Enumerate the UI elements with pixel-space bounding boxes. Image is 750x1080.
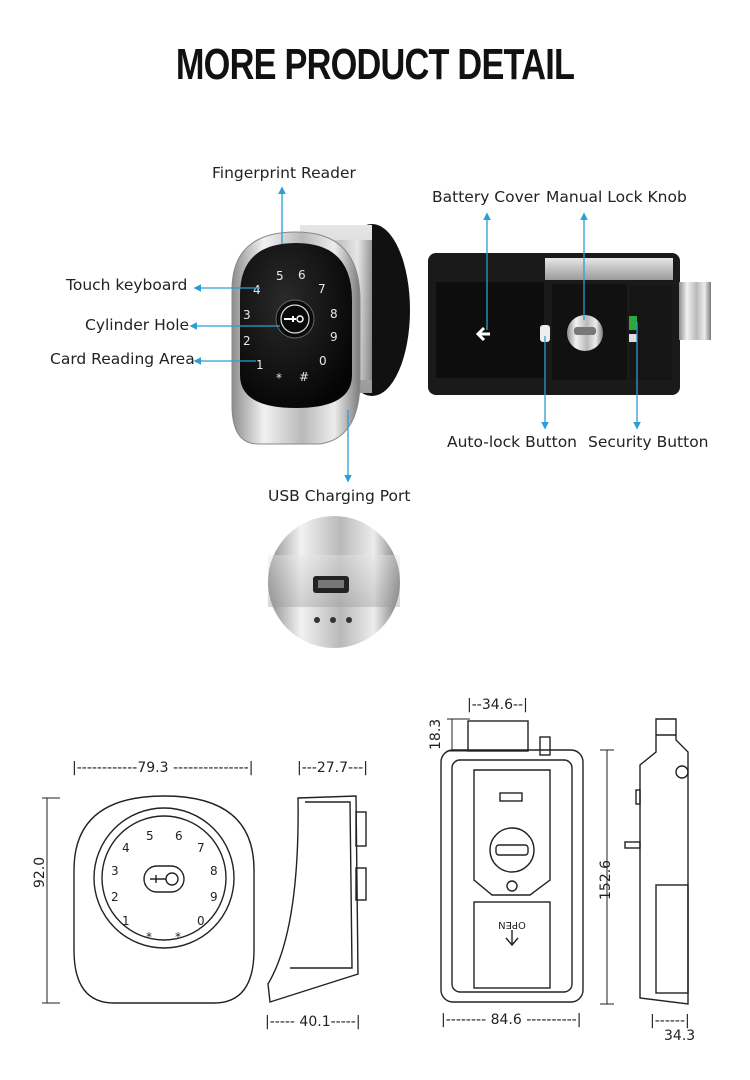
key-5: 5 — [276, 269, 284, 283]
auto-lock-button-label: Auto-lock Button — [447, 433, 578, 451]
page-title: MORE PRODUCT DETAIL — [175, 40, 575, 89]
card-reading-area-label: Card Reading Area — [50, 350, 195, 368]
svg-text:8: 8 — [210, 864, 218, 878]
manual-lock-knob-label: Manual Lock Knob — [546, 188, 687, 206]
svg-text:3: 3 — [111, 864, 119, 878]
key-1: 1 — [256, 358, 264, 372]
side-depth-top-dimension: |---27.7---| — [297, 760, 368, 776]
cylinder-hole-label: Cylinder Hole — [85, 316, 190, 334]
front-height-dimension: 92.0 — [32, 856, 48, 888]
side2-dash-dimension: |------| — [650, 1013, 690, 1029]
svg-text:5: 5 — [146, 829, 154, 843]
callout-arrows — [189, 186, 641, 483]
key-2: 2 — [243, 334, 251, 348]
battery-cover-label: Battery Cover — [432, 188, 540, 206]
usb-charging-port-label: USB Charging Port — [268, 487, 411, 505]
front-width-dimension: |------------79.3 ---------------| — [72, 760, 254, 776]
security-button-label: Security Button — [588, 433, 709, 451]
svg-text:9: 9 — [210, 890, 218, 904]
rear-lock-photo — [428, 253, 711, 395]
front-lock-photo — [231, 224, 410, 445]
rear-view-drawing — [440, 720, 584, 1003]
key-3: 3 — [243, 308, 251, 322]
touch-keyboard-label: Touch keyboard — [66, 276, 188, 294]
side-view-drawing — [267, 795, 367, 1003]
key-star: * — [276, 371, 282, 385]
key-6: 6 — [298, 268, 306, 282]
svg-text:1: 1 — [122, 914, 130, 928]
side2-view-drawing — [624, 718, 689, 1005]
dimension-lines — [42, 718, 614, 1005]
key-9: 9 — [330, 330, 338, 344]
usb-port-photo — [268, 516, 400, 648]
key-7: 7 — [318, 282, 326, 296]
key-4: 4 — [253, 283, 261, 297]
key-8: 8 — [330, 307, 338, 321]
key-hash: # — [299, 370, 309, 384]
fingerprint-reader-label: Fingerprint Reader — [212, 164, 356, 182]
svg-text:7: 7 — [197, 841, 205, 855]
rear-bolt-width-dimension: |--34.6--| — [467, 697, 528, 713]
svg-text:6: 6 — [175, 829, 183, 843]
rear-height-dimension: 152.6 — [598, 859, 614, 900]
front-view-keypad: 5 6 4 7 3 8 2 9 1 0 * * — [111, 829, 218, 944]
front-view-drawing — [73, 795, 255, 1004]
svg-text:2: 2 — [111, 890, 119, 904]
svg-text:*: * — [175, 930, 181, 944]
key-0: 0 — [319, 354, 327, 368]
rear-open-label: OPEN — [498, 919, 526, 930]
rear-bolt-height-dimension: 18.3 — [428, 718, 444, 750]
front-lock-keypad: 5 6 4 7 3 8 2 9 1 0 * # — [243, 268, 338, 385]
svg-text:*: * — [146, 930, 152, 944]
svg-text:4: 4 — [122, 841, 130, 855]
rear-width-dimension: |-------- 84.6 ----------| — [441, 1012, 582, 1028]
side-depth-bottom-dimension: |----- 40.1-----| — [265, 1014, 361, 1030]
side2-depth-dimension: 34.3 — [664, 1028, 696, 1044]
svg-text:0: 0 — [197, 914, 205, 928]
